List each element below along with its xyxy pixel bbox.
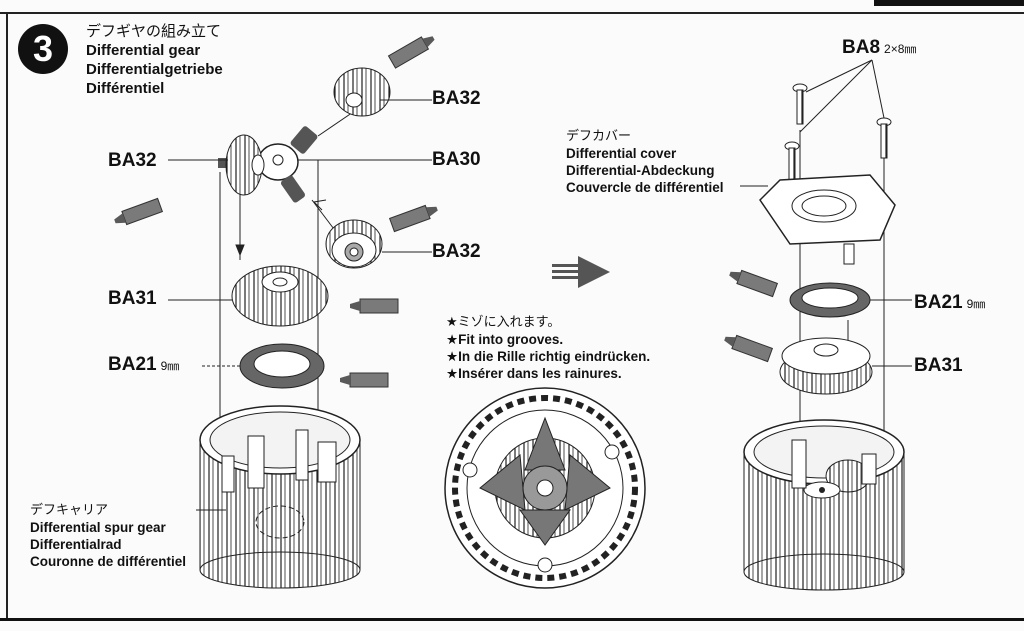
grease-tube-icon: [722, 266, 778, 363]
groove-instruction: ★ミゾに入れます。 ★Fit into grooves. ★In die Ril…: [446, 314, 650, 382]
ba8-size: 2×8㎜: [884, 42, 917, 56]
label-ba32-lower: BA32: [432, 241, 481, 262]
cover-label-fr: Couvercle de différentiel: [566, 180, 724, 195]
instruction-en: ★Fit into grooves.: [446, 332, 564, 347]
ring-gear-ba31-right: [779, 337, 873, 395]
washer-ba21-left: [239, 343, 325, 389]
cover-label: デフカバー Differential cover Differential-Ab…: [566, 128, 724, 196]
label-ba32-left: BA32: [108, 150, 157, 171]
label-ba31-right: BA31: [914, 355, 963, 376]
step-number-badge: 3: [18, 24, 68, 74]
diff-cover: [759, 174, 896, 265]
label-ba30: BA30: [432, 149, 481, 170]
ring-gear-ba31-left: [231, 265, 329, 327]
bevel-gear-ba32-lower: [325, 219, 383, 269]
carrier-label: デフキャリア Differential spur gear Differenti…: [30, 502, 186, 570]
label-ba31-left: BA31: [108, 288, 157, 309]
carrier-label-en: Differential spur gear: [30, 520, 166, 535]
diff-top-view: [444, 387, 646, 589]
cover-label-de: Differential-Abdeckung: [566, 163, 715, 178]
label-ba32-top: BA32: [432, 88, 481, 109]
ba21-left-code: BA21: [108, 354, 157, 375]
arrow-right-icon: [552, 256, 610, 288]
grease-tube-icon: [112, 31, 440, 388]
step-title: デフギヤの組み立て Differential gear Differential…: [86, 22, 223, 98]
diff-carrier-spur-gear-right: [743, 419, 905, 591]
title-en: Differential gear: [86, 42, 201, 59]
title-de: Differentialgetriebe: [86, 61, 223, 78]
ba8-code: BA8: [842, 37, 881, 58]
screw-icon: [784, 83, 892, 183]
washer-ba21-right: [789, 282, 871, 318]
carrier-label-jp: デフキャリア: [30, 503, 109, 518]
bottom-frame-line: [0, 618, 1024, 621]
ba21-right-code: BA21: [914, 292, 963, 313]
cover-label-en: Differential cover: [566, 146, 677, 161]
ba21-left-size: 9㎜: [160, 359, 180, 373]
left-frame-line: [6, 12, 8, 620]
diff-carrier-spur-gear-left: [199, 405, 361, 589]
instruction-jp: ★ミゾに入れます。: [446, 315, 561, 330]
bevel-gear-ba32-left: [225, 134, 265, 196]
instruction-de: ★In die Rille richtig eindrücken.: [446, 349, 651, 364]
instruction-fr: ★Insérer dans les rainures.: [446, 366, 622, 381]
corner-tab: [874, 0, 1024, 6]
cover-label-jp: デフカバー: [566, 129, 632, 144]
title-jp: デフギヤの組み立て: [86, 22, 222, 40]
bevel-gear-ba32-top: [333, 67, 391, 117]
ba21-right-size: 9㎜: [966, 297, 986, 311]
carrier-label-de: Differentialrad: [30, 537, 122, 552]
carrier-label-fr: Couronne de différentiel: [30, 554, 187, 569]
top-frame-line: [0, 12, 1024, 14]
title-fr: Différentiel: [86, 80, 165, 97]
